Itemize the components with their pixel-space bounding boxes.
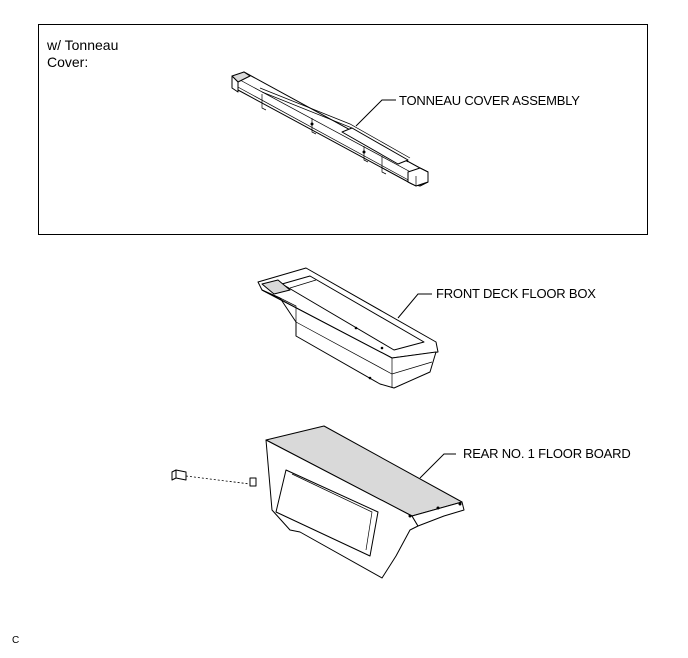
floor-board-drawing — [249, 425, 465, 579]
condition-label-line2: Cover: — [47, 54, 89, 70]
floor-board-leader — [419, 453, 456, 479]
condition-label-line1: w/ Tonneau — [47, 37, 119, 53]
tonneau-cover-leader — [355, 99, 396, 127]
label-rear-no1-floor-board: REAR NO. 1 FLOOR BOARD — [463, 446, 631, 461]
floor-box-drawing — [257, 267, 439, 389]
clip-fastener — [171, 469, 251, 485]
label-front-deck-floor-box: FRONT DECK FLOOR BOX — [436, 286, 596, 301]
floor-box-leader — [397, 293, 432, 319]
figure-id: C — [12, 635, 20, 646]
tonneau-cover-drawing — [231, 71, 429, 187]
tonneau-option-frame — [38, 24, 648, 235]
condition-label: w/ Tonneau Cover: — [47, 37, 118, 71]
label-tonneau-cover-assembly: TONNEAU COVER ASSEMBLY — [399, 93, 580, 108]
